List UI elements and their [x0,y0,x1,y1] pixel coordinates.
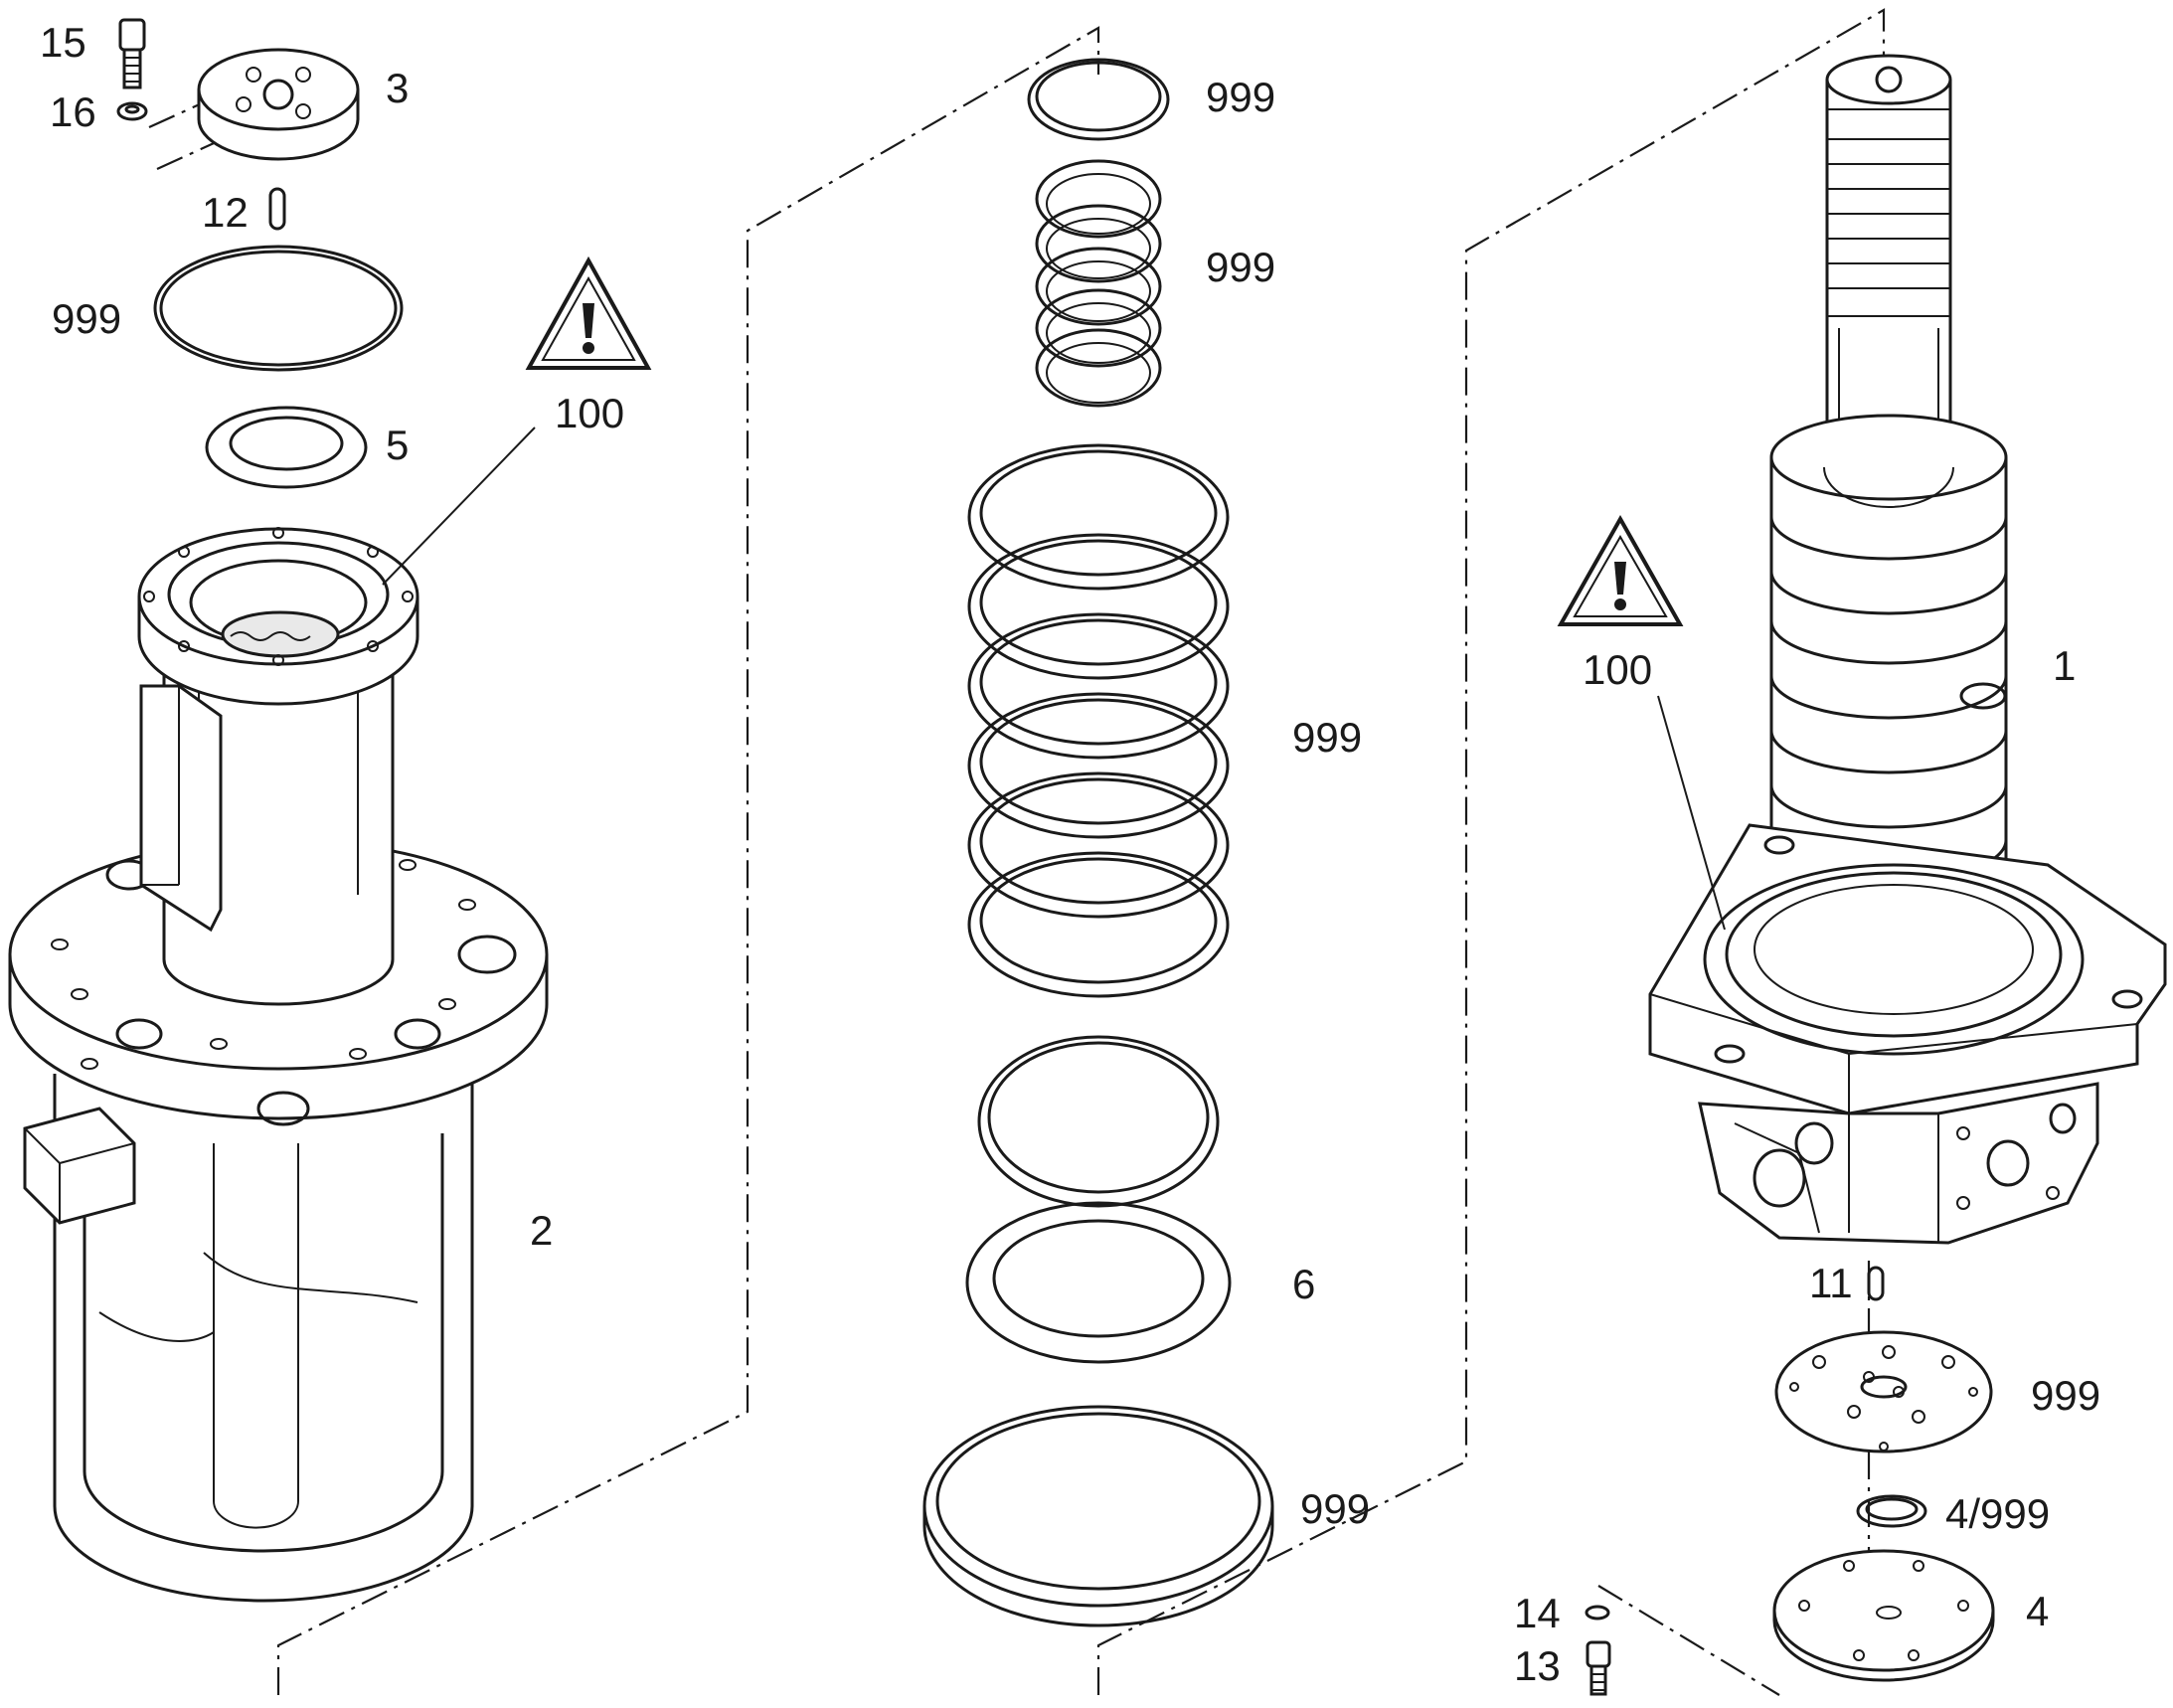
bolt-15 [118,18,146,89]
callout-2: 2 [530,1207,553,1254]
callout-13: 13 [1514,1642,1561,1689]
callout-999-ring-left: 999 [52,295,121,342]
large-seal-stack-999 [967,443,1230,998]
gasket-plate-999 [1774,1330,1993,1453]
callout-4: 4 [2026,1588,2049,1634]
callout-15: 15 [40,19,86,66]
o-ring-large-left [153,245,404,372]
callout-999-top-ring: 999 [1206,74,1275,120]
end-plate-4 [1772,1549,1995,1682]
seal-ring-top-999 [1027,58,1170,141]
seal-ring-bottom-999 [922,1405,1274,1627]
washer-14 [1585,1605,1610,1621]
callout-100-right: 100 [1583,646,1652,693]
small-seal-stack-999 [1035,159,1162,408]
seal-ring-mid [977,1035,1220,1208]
callout-6: 6 [1292,1261,1315,1307]
bolt-13 [1586,1640,1611,1696]
callout-999-bottom-ring: 999 [1300,1485,1370,1532]
housing-2 [8,527,549,1603]
flat-ring-6 [965,1201,1232,1364]
washer-16 [116,101,148,121]
leader-lines [382,427,1726,931]
callout-14: 14 [1514,1590,1561,1636]
callout-5: 5 [386,422,409,468]
callout-999-small-stack: 999 [1206,244,1275,290]
callout-3: 3 [386,65,409,111]
warning-triangle-icon [525,256,652,370]
callout-999-large-stack: 999 [1292,714,1362,761]
callout-16: 16 [50,88,96,135]
callout-12: 12 [202,189,249,236]
rotary-shaft-1 [1648,54,2167,1245]
pin-11 [1867,1266,1885,1301]
pin-12 [268,187,286,231]
callout-11: 11 [1809,1260,1853,1306]
warning-triangle-icon [1557,514,1684,626]
callout-1: 1 [2053,642,2076,689]
o-ring-4-999 [1856,1494,1927,1528]
callout-labels: 15 16 3 12 999 100 5 2 999 999 999 6 999… [40,19,2100,1689]
callout-4-999: 4/999 [1945,1490,2050,1537]
callout-100-left: 100 [555,390,624,436]
cover-disc-3 [197,48,360,161]
flat-washer-5 [205,406,368,489]
callout-999-plate: 999 [2031,1372,2100,1419]
